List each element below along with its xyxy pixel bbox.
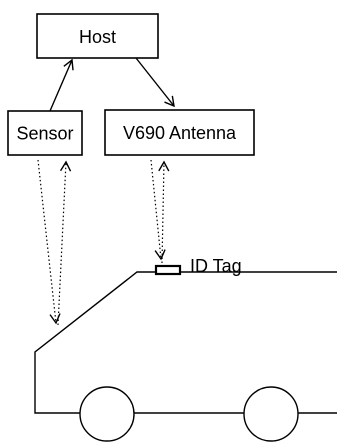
antenna-label: V690 Antenna — [123, 123, 237, 143]
sensor-beam-up-line — [57, 160, 72, 326]
host-to-antenna-arrow — [135, 57, 175, 108]
sensor-beam-down-line — [37, 159, 61, 325]
antenna-node: V690 Antenna — [104, 109, 255, 156]
rear-wheel — [243, 386, 299, 442]
id-tag-marker — [154, 264, 182, 276]
sensor-to-host-arrow — [49, 58, 74, 112]
antenna-beam-up-line — [158, 160, 170, 264]
id-tag: ID Tag — [154, 256, 242, 276]
sensor-node: Sensor — [7, 110, 83, 156]
sensor-label: Sensor — [16, 124, 73, 144]
antenna-box — [104, 109, 255, 156]
antenna-beam-down-line — [150, 159, 166, 261]
vehicle-body-outline — [34, 271, 337, 414]
sensor-detection-beam — [37, 159, 72, 326]
front-wheel — [79, 386, 135, 442]
host-node: Host — [36, 13, 159, 59]
id-tag-label: ID Tag — [190, 256, 242, 276]
host-box — [36, 13, 159, 59]
antenna-read-beam — [150, 159, 170, 264]
host-label: Host — [79, 27, 116, 47]
sensor-box — [7, 110, 83, 156]
